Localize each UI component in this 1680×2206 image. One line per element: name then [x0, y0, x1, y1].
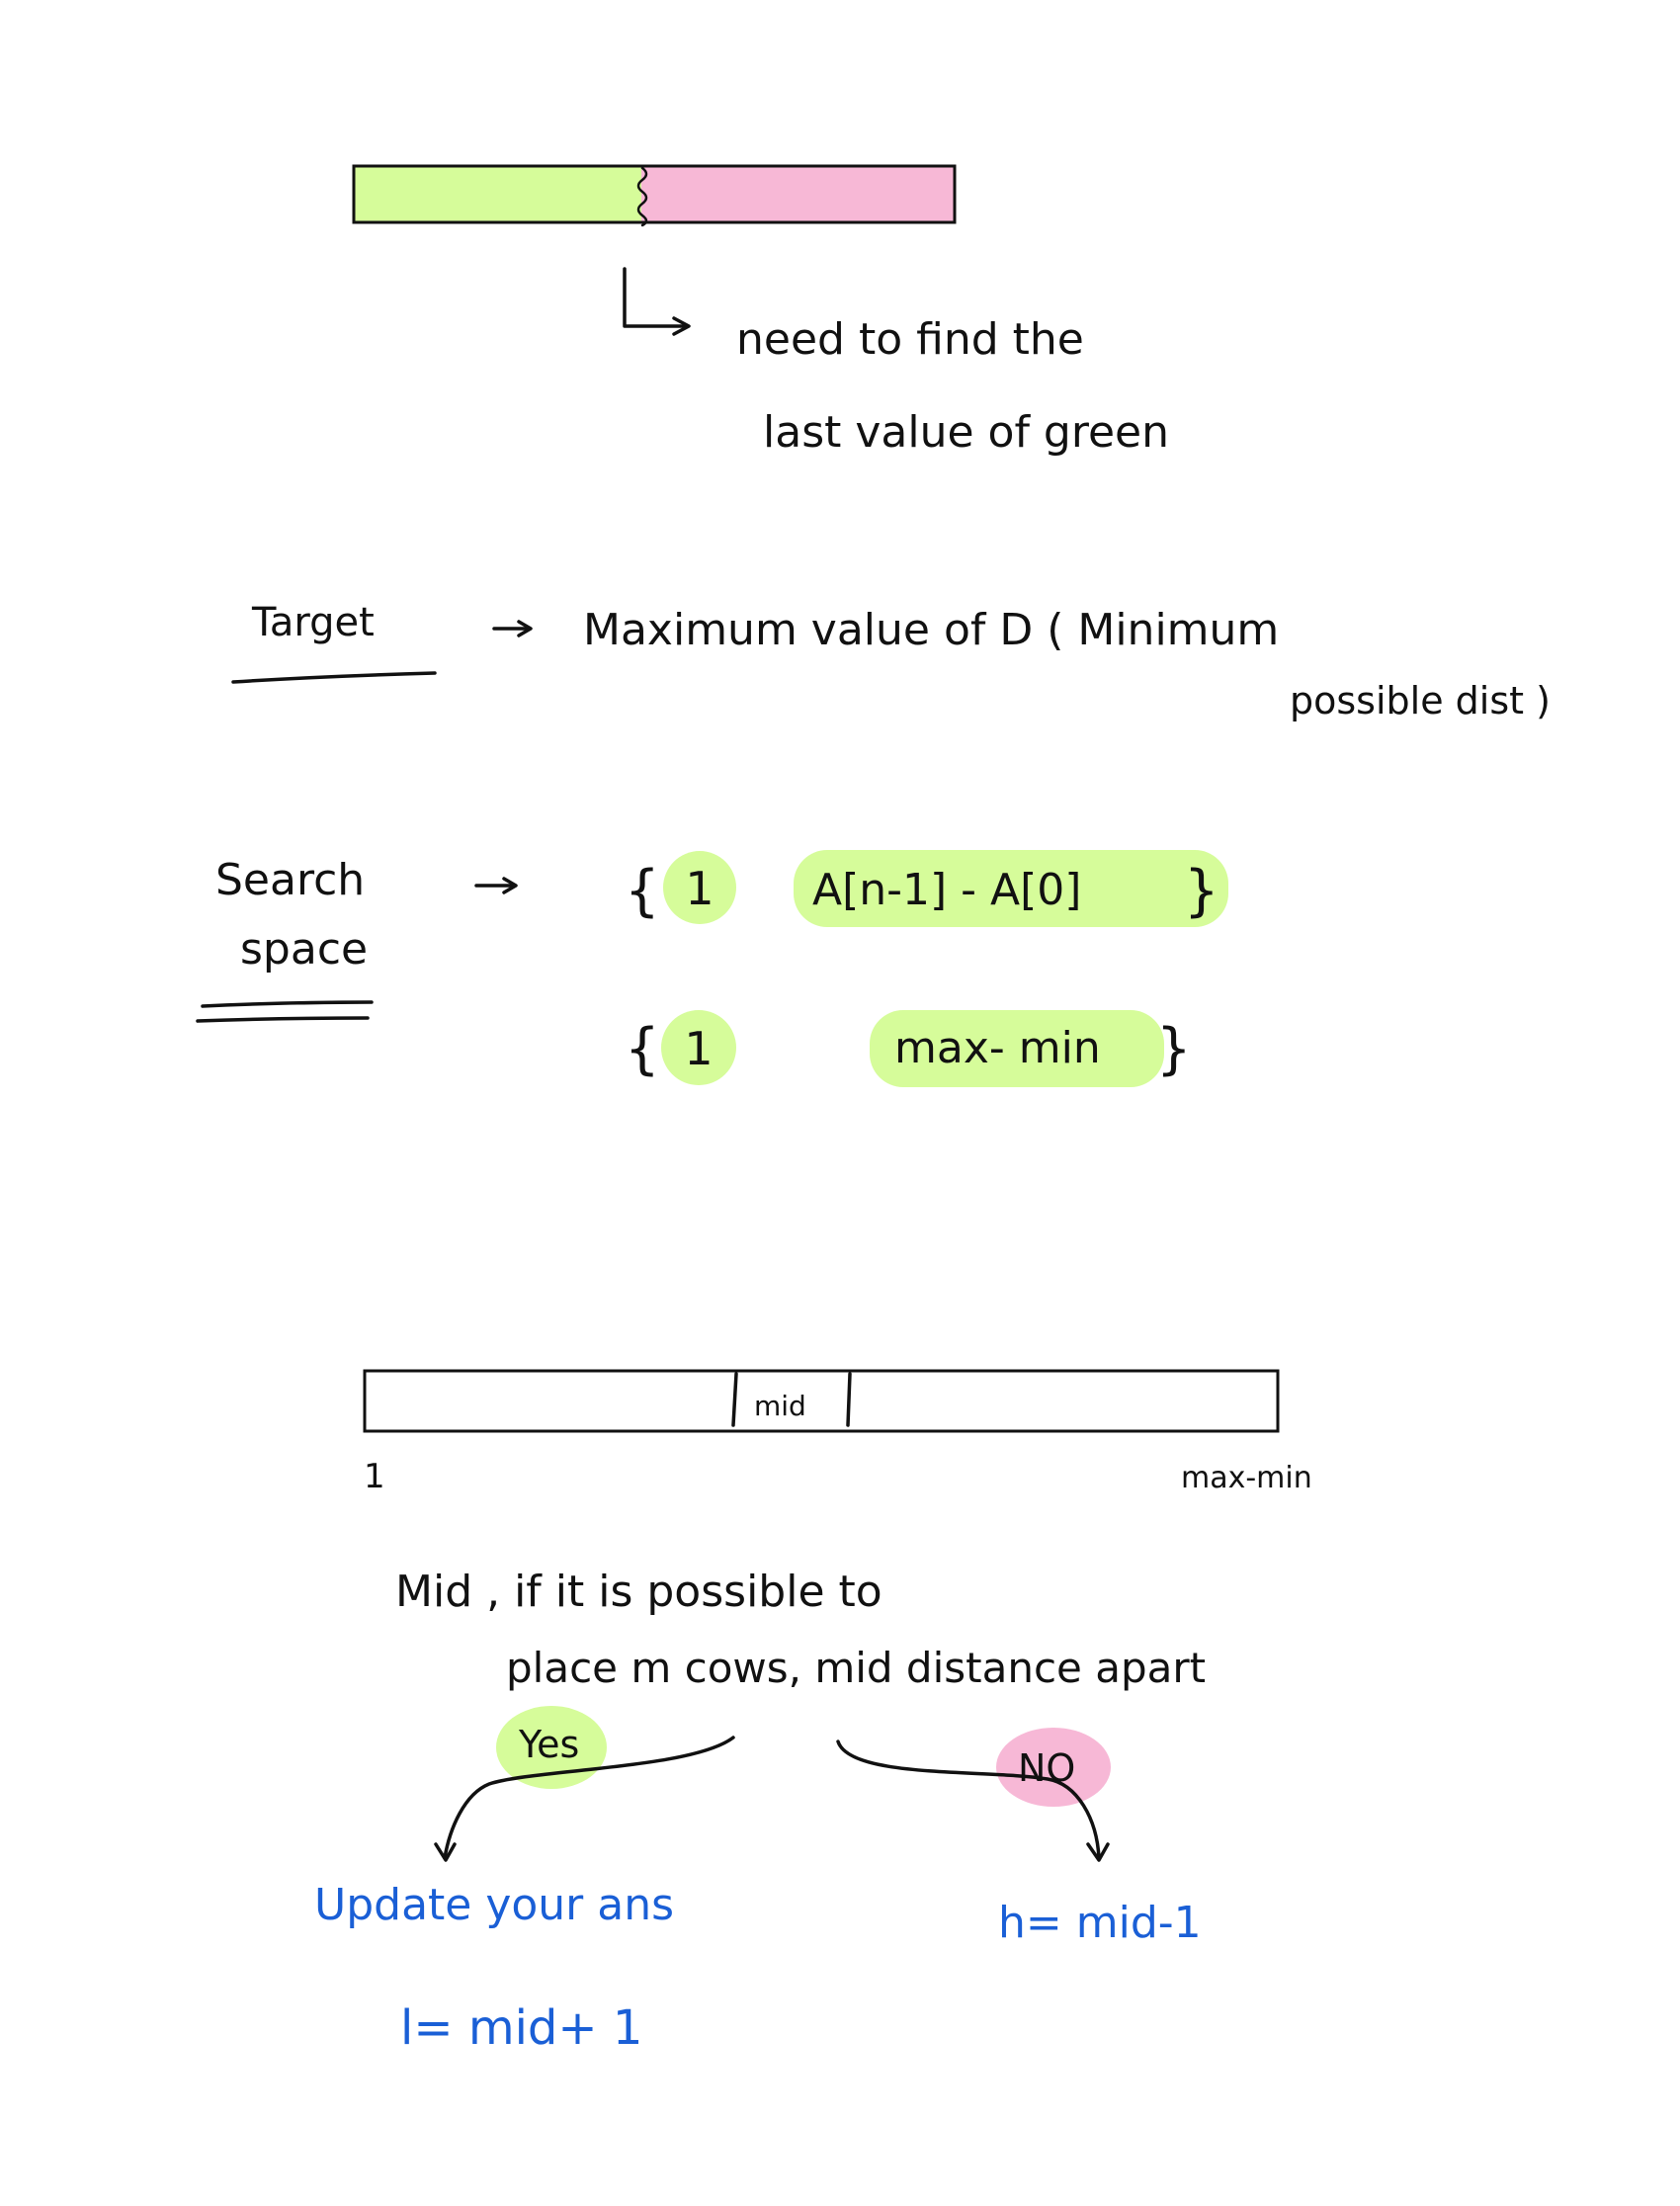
yes-label: Yes — [518, 1723, 579, 1766]
no-label: NO — [1018, 1746, 1075, 1790]
target-text-line-2: possible dist ) — [1290, 679, 1551, 722]
note-line-1: need to find the — [736, 314, 1084, 365]
search-label-line-2: space — [240, 924, 368, 975]
green-segment — [355, 167, 641, 221]
row1-open-brace: { — [625, 859, 660, 923]
green-pink-bar — [352, 164, 957, 227]
search-label-line-1: Search — [215, 855, 365, 905]
row2-low: 1 — [684, 1022, 713, 1075]
range-left-label: 1 — [364, 1457, 385, 1496]
no-outcome-line-1: h= mid-1 — [998, 1898, 1202, 1948]
target-label: Target — [251, 600, 375, 645]
row2-high: max- min — [894, 1023, 1101, 1073]
row2-close-brace: } — [1156, 1017, 1192, 1081]
mid-label: mid — [754, 1390, 806, 1422]
target-text-line-1: Maximum value of D ( Minimum — [583, 605, 1279, 655]
row1-high-highlight — [794, 850, 1228, 927]
note-arrow-head — [672, 316, 691, 336]
row2-low-highlight — [661, 1010, 736, 1085]
search-underline-2 — [196, 1016, 370, 1023]
row1-close-brace: } — [1184, 859, 1219, 923]
row1-low-highlight — [663, 851, 736, 924]
target-arrow-head — [517, 620, 533, 637]
search-arrow-head — [502, 877, 518, 894]
note-line-2: last value of green — [763, 407, 1169, 458]
condition-line-1: Mid , if it is possible to — [395, 1567, 882, 1617]
yes-highlight — [496, 1706, 607, 1789]
yes-branch-arrow-head — [434, 1842, 457, 1862]
target-underline — [231, 671, 437, 684]
range-right-label: max-min — [1181, 1461, 1312, 1495]
row1-high: A[n-1] - A[0] — [812, 865, 1081, 915]
row2-open-brace: { — [625, 1017, 660, 1081]
boundary-squiggle — [636, 166, 648, 227]
search-underline-1 — [201, 1000, 374, 1008]
no-branch-arrow-head — [1086, 1842, 1110, 1862]
range-bar — [363, 1369, 1280, 1433]
no-highlight — [996, 1728, 1111, 1807]
note-arrow — [623, 267, 689, 328]
pink-segment — [641, 167, 955, 221]
mid-right-tick — [846, 1372, 852, 1427]
mid-left-tick — [731, 1372, 738, 1427]
condition-line-2: place m cows, mid distance apart — [506, 1644, 1206, 1692]
yes-outcome-line-2: l= mid+ 1 — [400, 2000, 642, 2056]
yes-branch-arrow — [443, 1736, 735, 1860]
row1-low: 1 — [685, 862, 714, 915]
yes-outcome-line-1: Update your ans — [314, 1880, 674, 1930]
no-branch-arrow — [836, 1739, 1101, 1860]
row2-high-highlight — [870, 1010, 1164, 1087]
bar-outline — [352, 164, 957, 224]
